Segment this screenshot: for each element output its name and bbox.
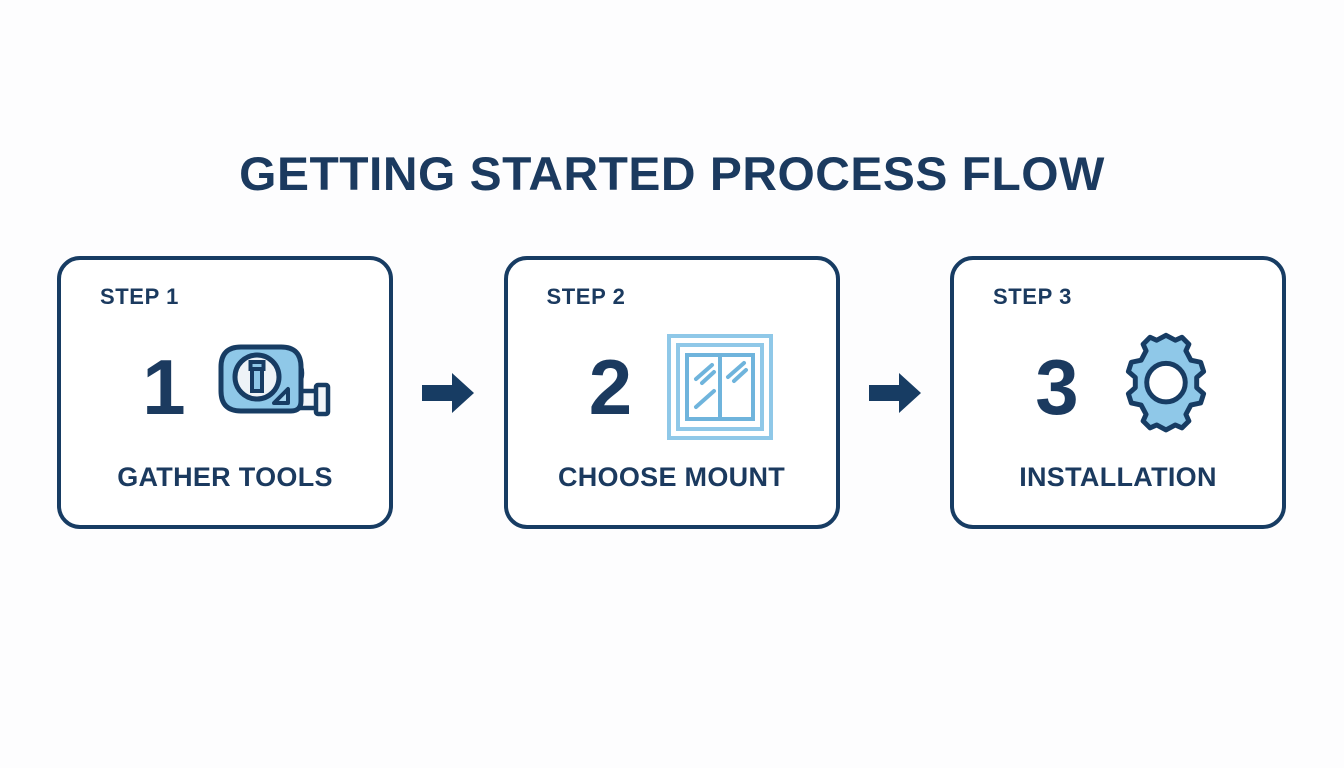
- gear-icon: [1105, 328, 1227, 446]
- step-caption-3: INSTALLATION: [1019, 462, 1217, 492]
- arrow-right-icon-2: [867, 370, 923, 416]
- step-caption-1: GATHER TOOLS: [117, 462, 333, 492]
- step-card-2[interactable]: STEP 2 2: [503, 256, 840, 529]
- step-label-3: STEP 3: [993, 284, 1073, 309]
- page-title: GETTING STARTED PROCESS FLOW: [239, 147, 1105, 200]
- step-number-1: 1: [142, 343, 186, 431]
- step-number-2: 2: [588, 343, 633, 431]
- step-number-3: 3: [1035, 343, 1079, 431]
- step-label-1: STEP 1: [100, 284, 180, 309]
- step-label-2: STEP 2: [546, 284, 626, 309]
- step-card-1[interactable]: STEP 1 1: [57, 256, 393, 529]
- step-card-3[interactable]: STEP 3 3 INSTALLATION: [950, 256, 1286, 529]
- step-caption-2: CHOOSE MOUNT: [557, 462, 786, 492]
- tape-measure-icon: [212, 328, 334, 446]
- step-card-2-body: 2: [508, 328, 836, 446]
- window-icon: [659, 328, 781, 446]
- step-card-3-body: 3: [954, 328, 1282, 446]
- process-flow-row: STEP 1 1: [57, 256, 1286, 529]
- step-card-1-body: 1: [61, 328, 389, 446]
- arrow-right-icon-1: [420, 370, 476, 416]
